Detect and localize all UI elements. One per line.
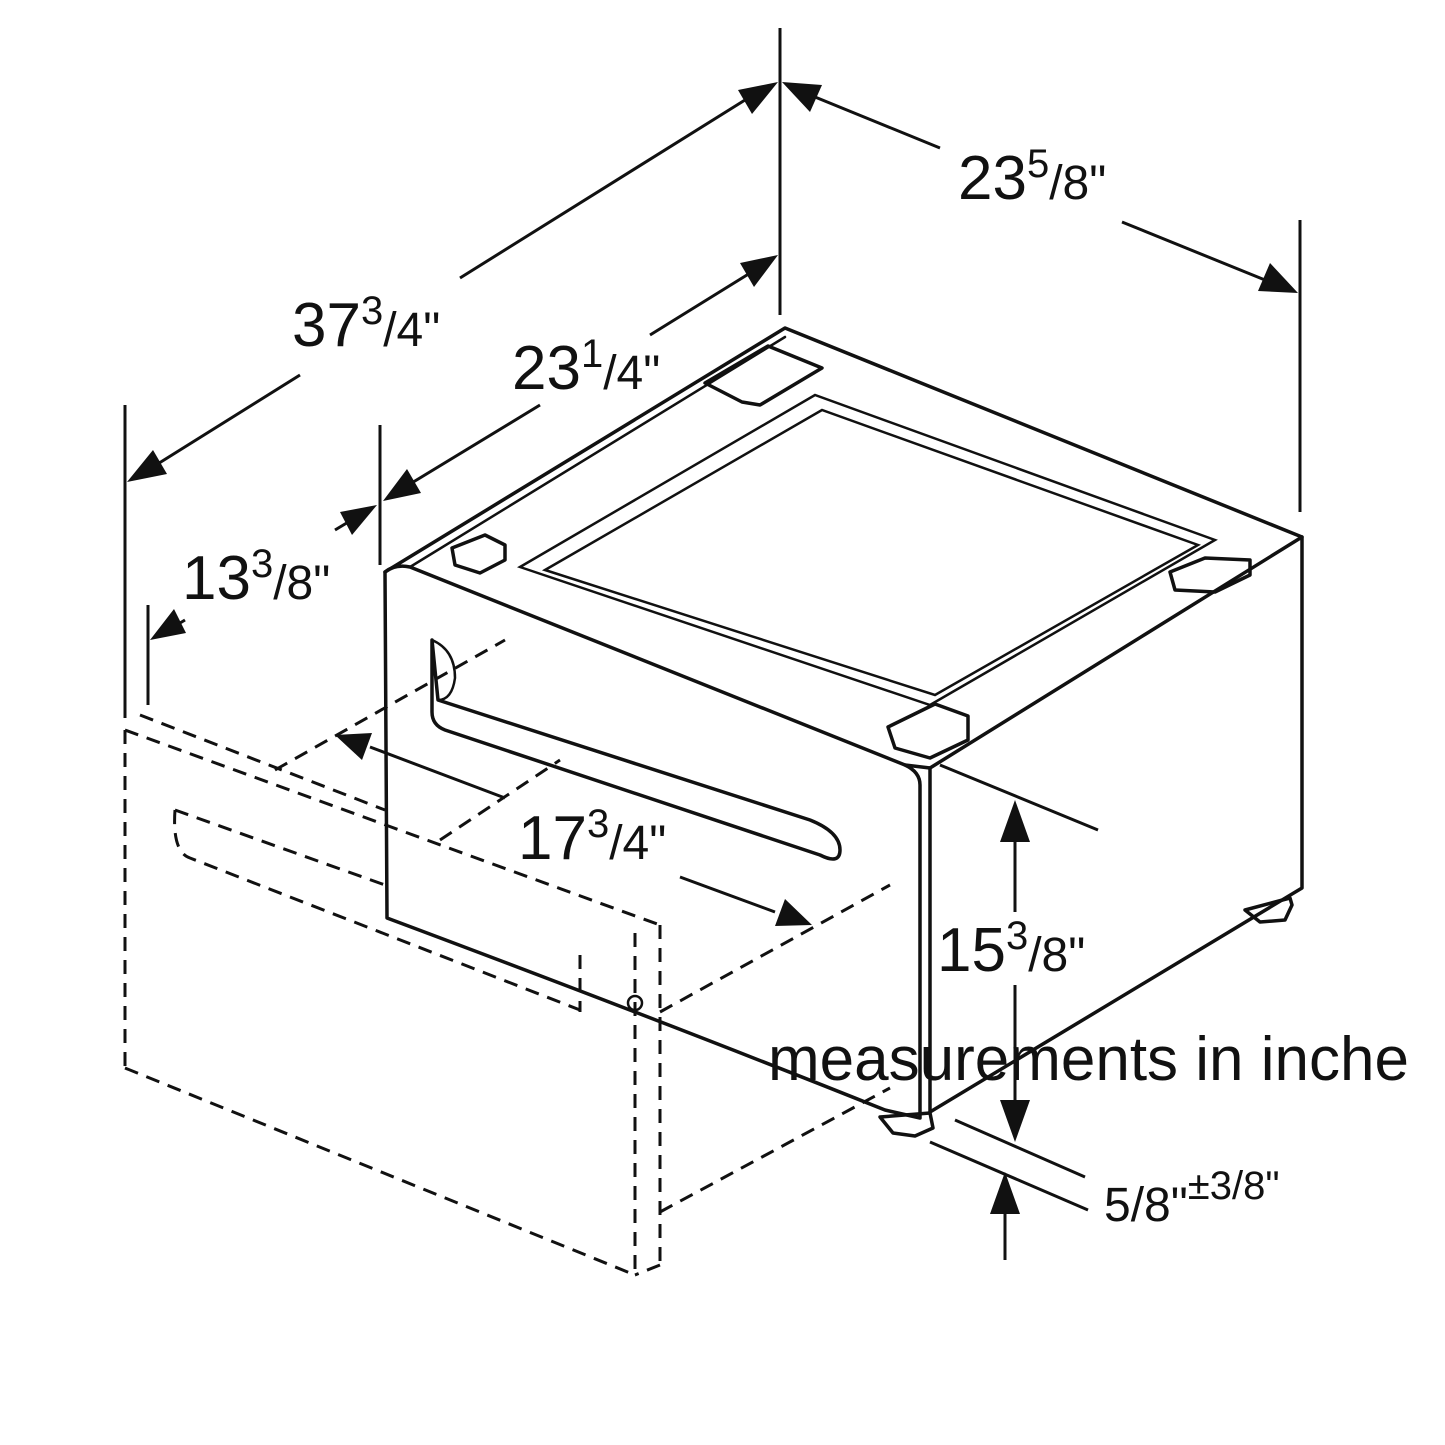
dim-drawer-width: 173/4" — [518, 804, 667, 870]
open-drawer-outline — [123, 638, 891, 1277]
dim-denominator: /4" — [383, 304, 441, 357]
dim-tolerance: ±3/8" — [1187, 1164, 1280, 1208]
dim-whole: 23 — [958, 144, 1027, 213]
dim-numerator: 3 — [360, 289, 384, 333]
dim-total-depth: 373/4" — [292, 291, 441, 357]
dim-denominator: /4" — [609, 817, 667, 870]
dim-numerator: 3 — [250, 542, 274, 586]
dim-depth: 231/4" — [512, 334, 661, 400]
dim-drawer-extension: 133/8" — [182, 544, 331, 610]
dim-denominator: /8" — [1130, 1179, 1188, 1232]
dim-height: 153/8" — [937, 916, 1086, 982]
dim-numerator: 3 — [1005, 914, 1029, 958]
dim-whole: 15 — [937, 916, 1006, 985]
dim-numerator: 1 — [580, 332, 604, 376]
dim-denominator: /8" — [1028, 929, 1086, 982]
dim-denominator: /4" — [603, 347, 661, 400]
dim-denominator: /8" — [273, 557, 331, 610]
dim-whole: 13 — [182, 544, 251, 613]
dim-whole: 5 — [1104, 1179, 1131, 1232]
dim-numerator: 5 — [1026, 142, 1050, 186]
dim-whole: 23 — [512, 334, 581, 403]
units-caption: measurements in inche — [768, 1025, 1409, 1094]
dim-foot-adjust: 5/8"±3/8" — [1104, 1166, 1280, 1232]
dim-whole: 37 — [292, 291, 361, 360]
dim-numerator: 3 — [586, 802, 610, 846]
pedestal-body — [383, 326, 1304, 1138]
dim-width: 235/8" — [958, 144, 1107, 210]
dim-whole: 17 — [518, 804, 587, 873]
dim-denominator: /8" — [1049, 157, 1107, 210]
dimension-lines — [123, 28, 1302, 1260]
